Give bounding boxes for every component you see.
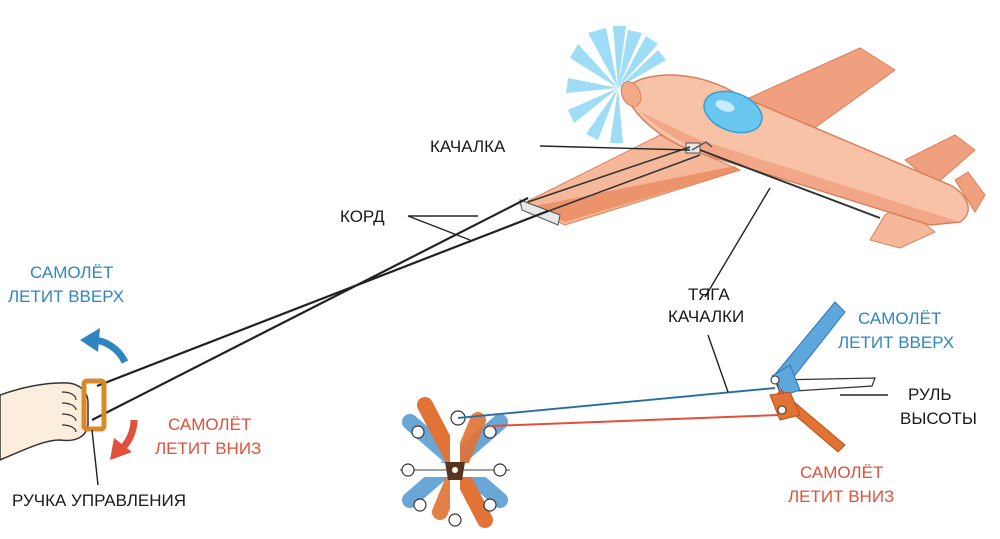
label-rul-line1: РУЛЬ [908,385,952,404]
arrow-down-icon [110,419,138,460]
control-lines [91,197,549,421]
text-labels: КАЧАЛКА КОРД ТЯГА КАЧАЛКИ САМОЛЁТ ЛЕТИТ … [8,137,977,510]
control-handle [81,378,107,432]
linkage-rods [457,387,781,427]
label-kord: КОРД [340,207,385,226]
hand-icon [0,382,89,461]
label-handle: РУЧКА УПРАВЛЕНИЯ [12,491,186,510]
label-up-left-line2: ЛЕТИТ ВВЕРХ [8,287,124,306]
label-down-right-line1: САМОЛЁТ [800,463,883,482]
label-up-right-line1: САМОЛЁТ [858,309,941,328]
label-tyaga-line1: ТЯГА [688,285,730,304]
label-down-left-line2: ЛЕТИТ ВНИЗ [155,439,261,458]
label-kachalka: КАЧАЛКА [430,137,506,156]
airplane-icon [518,47,986,249]
elevator-icon [769,301,876,453]
label-down-left-line1: САМОЛЁТ [168,415,251,434]
label-down-right-line2: ЛЕТИТ ВНИЗ [788,487,894,506]
label-up-right-line2: ЛЕТИТ ВВЕРХ [838,333,954,352]
propeller-icon [566,26,666,143]
label-up-left-line1: САМОЛЁТ [30,263,113,282]
label-tyaga-line2: КАЧАЛКИ [668,307,744,326]
label-rul-line2: ВЫСОТЫ [900,409,977,428]
arrow-up-icon [80,328,129,364]
leader-lines [91,145,888,486]
bellcrank-icon [393,397,517,528]
